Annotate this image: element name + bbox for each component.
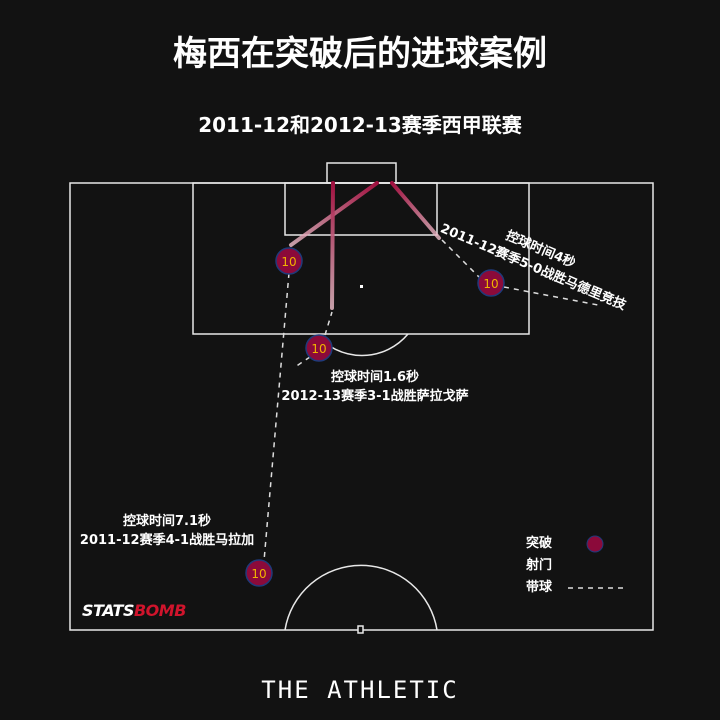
dribble-marker: 10 — [305, 334, 333, 362]
statsbomb-logo: STATSBOMB — [82, 601, 186, 621]
penalty-spot — [360, 285, 363, 288]
annotation-duration: 控球时间7.1秒 — [122, 514, 212, 529]
annotation-match: 2011-12赛季4-1战胜马拉加 — [79, 533, 255, 548]
chart-subtitle: 2011-12和2012-13赛季西甲联赛 — [198, 113, 522, 137]
annotation-duration: 控球时间1.6秒 — [330, 370, 420, 385]
legend-shot-label: 射门 — [526, 558, 553, 573]
player-number: 10 — [311, 342, 326, 356]
logo-part2: BOMB — [133, 601, 186, 620]
player-number: 10 — [281, 255, 296, 269]
carry-line — [294, 356, 311, 368]
legend-dribble-marker — [586, 535, 604, 553]
shot-line — [390, 181, 441, 240]
legend-carry-label: 带球 — [526, 580, 553, 595]
carry-line — [324, 311, 333, 336]
legend-dribble-label: 突破 — [526, 536, 553, 551]
dribble-marker: 10 — [275, 247, 303, 275]
annotation-malaga: 控球时间7.1秒 2011-12赛季4-1战胜马拉加 — [62, 512, 272, 550]
dribble-marker: 10 — [477, 269, 505, 297]
carry-line — [263, 272, 290, 562]
goal — [326, 162, 397, 184]
center-spot — [357, 625, 364, 634]
player-number: 10 — [483, 277, 498, 291]
dribble-marker: 10 — [245, 559, 273, 587]
annotation-zaragoza: 控球时间1.6秒 2012-13赛季3-1战胜萨拉戈萨 — [270, 368, 480, 406]
annotation-match: 2012-13赛季3-1战胜萨拉戈萨 — [281, 389, 469, 404]
logo-part1: STATS — [82, 601, 134, 620]
player-number: 10 — [251, 567, 266, 581]
penalty-box — [192, 182, 530, 335]
center-circle — [284, 564, 438, 631]
shot-line — [330, 181, 335, 310]
chart-title: 梅西在突破后的进球案例 — [173, 34, 547, 74]
brand-footer: THE ATHLETIC — [261, 676, 459, 704]
